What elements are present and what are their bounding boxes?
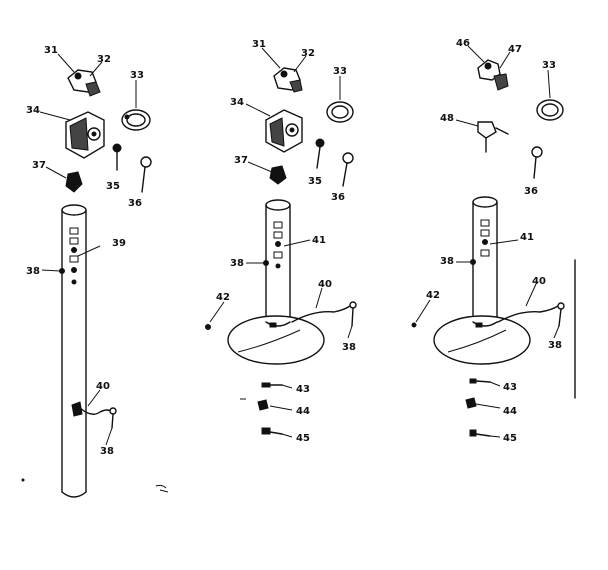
label-45-middle: 45 — [296, 433, 310, 444]
label-43-middle: 43 — [296, 384, 310, 395]
label-35-left: 35 — [106, 181, 120, 192]
label-47-right: 47 — [508, 44, 522, 55]
part-switch-48-right — [477, 121, 509, 153]
label-45-right: 45 — [503, 433, 517, 444]
label-37-middle: 37 — [234, 155, 248, 166]
part-bracket-top-right — [477, 59, 509, 91]
leader-lines-middle — [209, 47, 353, 438]
left-assembly: 31 32 33 34 35 36 37 38 39 40 38 — [21, 45, 169, 498]
label-44-right: 44 — [503, 406, 517, 417]
part-bracket-top-middle — [273, 67, 303, 93]
hardware-middle — [240, 382, 283, 435]
label-38-middle: 38 — [230, 258, 244, 269]
label-48-right: 48 — [440, 113, 454, 124]
hardware-right — [465, 378, 491, 437]
label-38b-left: 38 — [100, 446, 114, 457]
label-41-middle: 41 — [312, 235, 326, 246]
pole-right — [470, 196, 498, 323]
label-34-left: 34 — [26, 105, 40, 116]
part-pin-middle — [342, 152, 354, 187]
label-40-right: 40 — [532, 276, 546, 287]
cord-right — [497, 302, 565, 327]
cord-middle — [291, 301, 357, 327]
part-housing-left — [65, 111, 105, 159]
part-pin-right — [531, 146, 543, 179]
part-housing-middle — [265, 109, 303, 153]
label-46-right: 46 — [456, 38, 470, 49]
label-40-middle: 40 — [318, 279, 332, 290]
label-40-left: 40 — [96, 381, 110, 392]
speck — [21, 478, 25, 482]
cord-left — [71, 401, 117, 429]
label-42-middle: 42 — [216, 292, 230, 303]
label-36-left: 36 — [128, 198, 142, 209]
label-35-middle: 35 — [308, 176, 322, 187]
label-36-middle: 36 — [331, 192, 345, 203]
label-38b-middle: 38 — [342, 342, 356, 353]
scribble-mark — [155, 484, 169, 493]
part-bracket-top-left — [67, 69, 101, 97]
label-34-middle: 34 — [230, 97, 244, 108]
label-32-middle: 32 — [301, 48, 315, 59]
part-nut-middle — [269, 165, 287, 185]
part-screw-42-middle — [205, 324, 211, 330]
label-33-left: 33 — [130, 70, 144, 81]
label-39-left: 39 — [112, 238, 126, 249]
label-43-right: 43 — [503, 382, 517, 393]
label-36-right: 36 — [524, 186, 538, 197]
right-assembly: 46 47 33 48 36 41 38 42 40 38 43 44 45 — [411, 38, 576, 444]
label-38-right: 38 — [440, 256, 454, 267]
label-33-right: 33 — [542, 60, 556, 71]
label-38b-right: 38 — [548, 340, 562, 351]
part-ring-middle — [326, 101, 354, 123]
label-31-middle: 31 — [252, 39, 266, 50]
label-41-right: 41 — [520, 232, 534, 243]
label-38-left: 38 — [26, 266, 40, 277]
label-31-left: 31 — [44, 45, 58, 56]
label-44-middle: 44 — [296, 406, 310, 417]
label-33-middle: 33 — [333, 66, 347, 77]
leader-lines-right — [415, 45, 560, 438]
pole-middle — [263, 199, 291, 323]
label-37-left: 37 — [32, 160, 46, 171]
pole-left — [59, 204, 87, 498]
part-nut-left — [65, 171, 83, 193]
part-knob-middle — [315, 138, 325, 169]
leader-lines-left — [39, 53, 137, 446]
part-ring-left — [121, 109, 151, 131]
base-right — [433, 315, 531, 365]
middle-assembly: 31 32 33 34 35 36 37 38 41 42 40 38 43 4… — [205, 39, 357, 444]
part-knob-left — [112, 143, 122, 171]
part-ring-right — [536, 99, 564, 121]
label-32-left: 32 — [97, 54, 111, 65]
part-screw-42-right — [411, 322, 417, 328]
base-middle — [227, 315, 325, 365]
part-pin-left — [140, 156, 152, 193]
label-42-right: 42 — [426, 290, 440, 301]
